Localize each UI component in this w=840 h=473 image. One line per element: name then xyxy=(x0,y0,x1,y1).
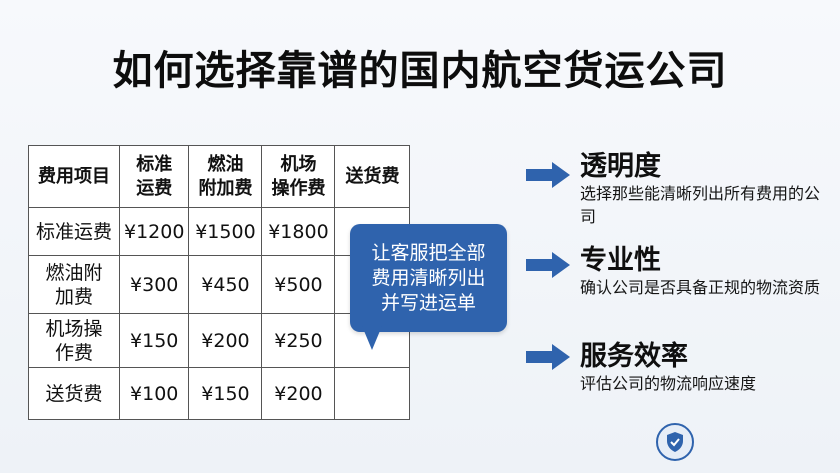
table-cell: ¥1200 xyxy=(118,207,190,256)
table-row: 送货费 ¥100 ¥150 ¥200 xyxy=(28,367,411,420)
table-cell: ¥300 xyxy=(118,255,190,314)
point-title: 透明度 xyxy=(580,151,661,182)
header-cell-fuel: 燃油 附加费 xyxy=(188,145,263,208)
fee-table: 费用项目 标准 运费 燃油 附加费 机场 操作费 送货费 标准运费 ¥1200 … xyxy=(28,145,411,420)
header-line: 运费 xyxy=(136,177,173,199)
page-title: 如何选择靠谱的国内航空货运公司 xyxy=(112,48,728,94)
row-label: 送货费 xyxy=(28,367,120,420)
shield-check-glyph xyxy=(667,432,683,452)
bubble-line: 并写进运单 xyxy=(380,291,476,314)
table-cell xyxy=(334,367,411,420)
speech-bubble: 让客服把全部 费用清晰列出 并写进运单 xyxy=(350,224,507,332)
right-arrow-icon xyxy=(526,162,570,188)
table-header-row: 费用项目 标准 运费 燃油 附加费 机场 操作费 送货费 xyxy=(28,145,411,208)
bubble-line: 让客服把全部 xyxy=(371,241,486,264)
header-line: 送货费 xyxy=(345,165,400,187)
row-label-line: 机场操 xyxy=(45,317,103,340)
bubble-line: 费用清晰列出 xyxy=(371,266,486,289)
row-label-line: 送货费 xyxy=(45,382,103,405)
table-cell: ¥250 xyxy=(261,313,336,368)
header-line: 费用项目 xyxy=(38,165,110,187)
row-label-line: 标准运费 xyxy=(35,220,112,243)
table-cell: ¥150 xyxy=(118,313,190,368)
table-row: 机场操 作费 ¥150 ¥200 ¥250 xyxy=(28,313,411,368)
point-description: 评估公司的物流响应速度 xyxy=(580,374,757,393)
table-cell: ¥100 xyxy=(118,367,190,420)
point-title: 专业性 xyxy=(580,245,661,276)
header-cell-delivery: 送货费 xyxy=(334,145,411,208)
header-cell-item: 费用项目 xyxy=(28,145,120,208)
header-cell-standard: 标准 运费 xyxy=(118,145,190,208)
header-line: 标准 xyxy=(136,153,173,175)
speech-bubble-tail xyxy=(362,326,382,350)
shield-check-icon xyxy=(656,423,694,461)
header-line: 附加费 xyxy=(198,177,253,199)
row-label: 标准运费 xyxy=(28,207,120,256)
table-cell: ¥150 xyxy=(188,367,263,420)
point-title: 服务效率 xyxy=(580,341,688,372)
header-cell-airport: 机场 操作费 xyxy=(261,145,336,208)
header-line: 燃油 xyxy=(207,153,244,175)
table-cell: ¥500 xyxy=(261,255,336,314)
row-label-line: 加费 xyxy=(54,285,93,308)
table-cell: ¥200 xyxy=(188,313,263,368)
header-line: 操作费 xyxy=(271,177,326,199)
right-arrow-icon xyxy=(526,252,570,278)
row-label-line: 燃油附 xyxy=(45,261,103,284)
row-label: 燃油附 加费 xyxy=(28,255,120,314)
table-cell: ¥1800 xyxy=(261,207,336,256)
header-line: 机场 xyxy=(280,153,317,175)
table-cell: ¥1500 xyxy=(188,207,263,256)
right-arrow-icon xyxy=(526,344,570,370)
point-description: 确认公司是否具备正规的物流资质 xyxy=(580,278,821,297)
row-label-line: 作费 xyxy=(54,341,93,364)
table-cell: ¥450 xyxy=(188,255,263,314)
speech-bubble-text: 让客服把全部 费用清晰列出 并写进运单 xyxy=(364,241,494,316)
row-label: 机场操 作费 xyxy=(28,313,120,368)
table-cell: ¥200 xyxy=(261,367,336,420)
point-description: 选择那些能清晰列出所有费用的公司 xyxy=(580,184,821,226)
